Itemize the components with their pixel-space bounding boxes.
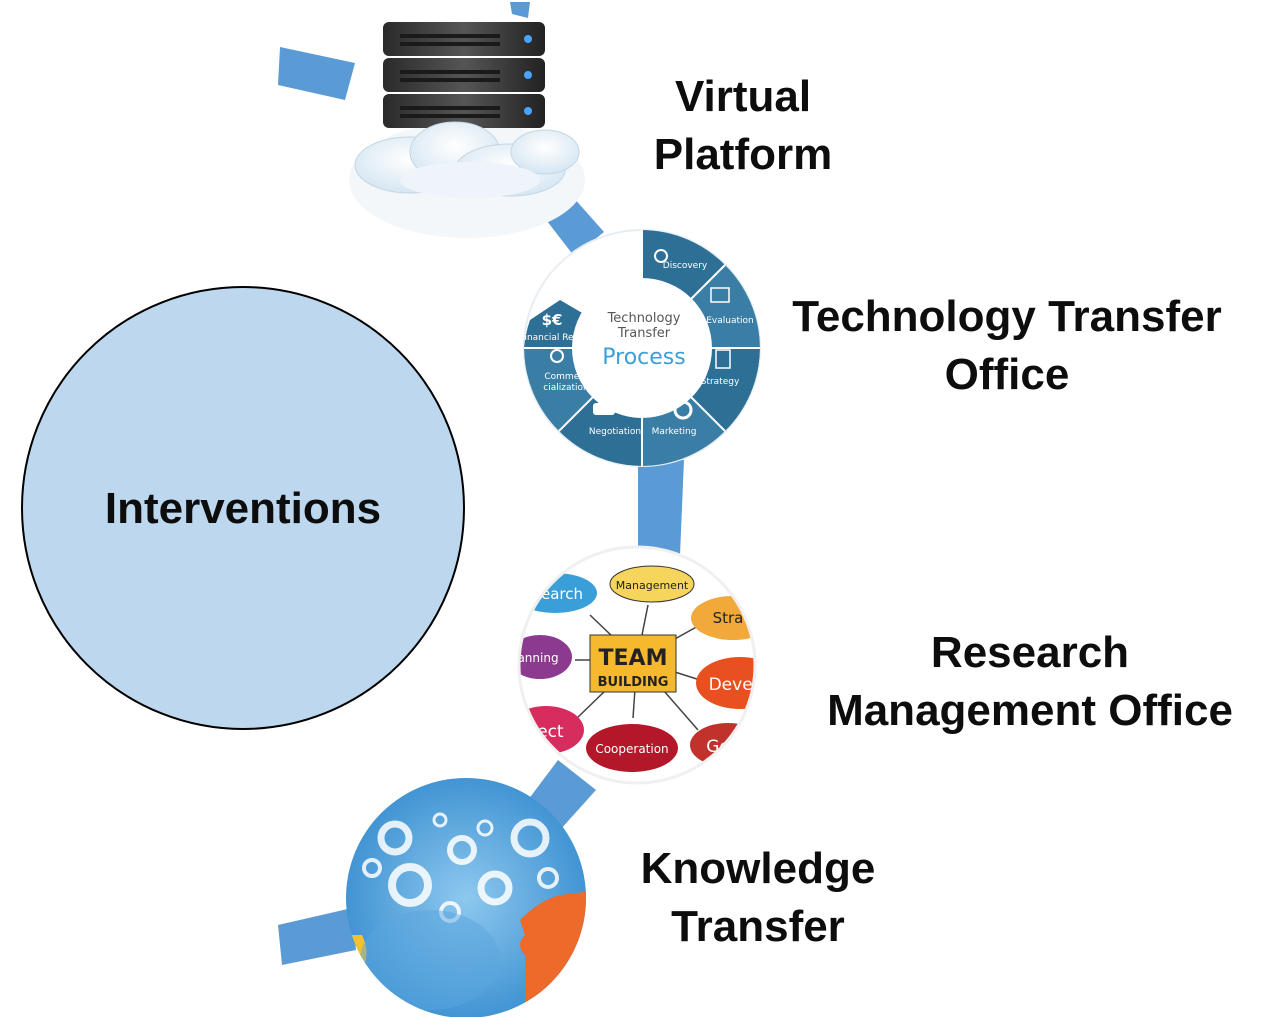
wheel-segment-commer: Commer-: [544, 372, 585, 382]
node-label-line2: Platform: [653, 130, 833, 179]
wheel-center-title: Process: [602, 345, 685, 370]
node-label-technology-transfer-office: Technology Transfer Office: [772, 288, 1242, 404]
gear-icon: [673, 400, 693, 420]
node-label-line1: Technology Transfer: [792, 292, 1222, 341]
wheel-segment-cialization: cialization: [543, 383, 588, 393]
wheel-segment-strategy: Strategy: [701, 377, 740, 387]
node-label-virtual-platform: Virtual Platform: [598, 68, 888, 184]
mindmap-center-line2: BUILDING: [598, 675, 669, 690]
virtual-platform-icon: [349, 22, 585, 238]
wheel-segment-marketing: Marketing: [652, 427, 697, 437]
arc-segment-top: [278, 47, 355, 100]
node-label-line2: Management Office: [827, 686, 1233, 735]
bubble-development: Devel: [709, 675, 758, 695]
wheel-segment-evaluation: Evaluation: [706, 316, 754, 326]
arc-segment-top-right: [510, 2, 530, 18]
node-label-line2: Office: [944, 350, 1070, 399]
bubble-research: earch: [541, 585, 583, 603]
bar-chart-icon: [710, 287, 730, 303]
node-label-research-management-office: Research Management Office: [800, 624, 1260, 740]
bubble-planning: anning: [517, 651, 558, 665]
node-label-knowledge-transfer: Knowledge Transfer: [608, 840, 908, 956]
technology-transfer-wheel: Technology Transfer Process Discovery Ev…: [520, 229, 761, 467]
center-label: Interventions: [104, 484, 382, 533]
arc-segment-bottom: [278, 908, 356, 965]
wheel-segment-discovery: Discovery: [663, 261, 708, 271]
node-label-line1: Knowledge: [640, 844, 876, 893]
target-icon: [550, 349, 564, 363]
arc-segment-ttoffice-rmo: [638, 460, 684, 555]
mindmap-center-line1: TEAM: [599, 646, 668, 671]
wheel-currency-symbol: $€: [542, 311, 563, 329]
interventions-circle: [21, 286, 465, 730]
wheel-center-line1: Technology: [607, 311, 681, 326]
wheel-segment-negotiation: Negotiation: [589, 427, 641, 437]
document-icon: [715, 349, 731, 369]
node-label-line1: Research: [930, 628, 1130, 677]
bubble-strategy: Stra: [713, 609, 744, 627]
wheel-center-line2: Transfer: [617, 326, 671, 341]
bubble-cooperation: Cooperation: [595, 742, 668, 756]
handshake-icon: [593, 403, 615, 415]
magnifier-icon: [654, 249, 668, 263]
bubble-management: Management: [616, 579, 689, 592]
node-label-line1: Virtual: [674, 72, 812, 121]
team-building-mindmap: earch Management Stra anning TEAM BUILDI…: [517, 545, 758, 785]
connector-arcs: [278, 2, 684, 965]
wheel-segment-financial-return: Financial Return: [520, 333, 592, 343]
node-label-line2: Transfer: [671, 902, 845, 951]
